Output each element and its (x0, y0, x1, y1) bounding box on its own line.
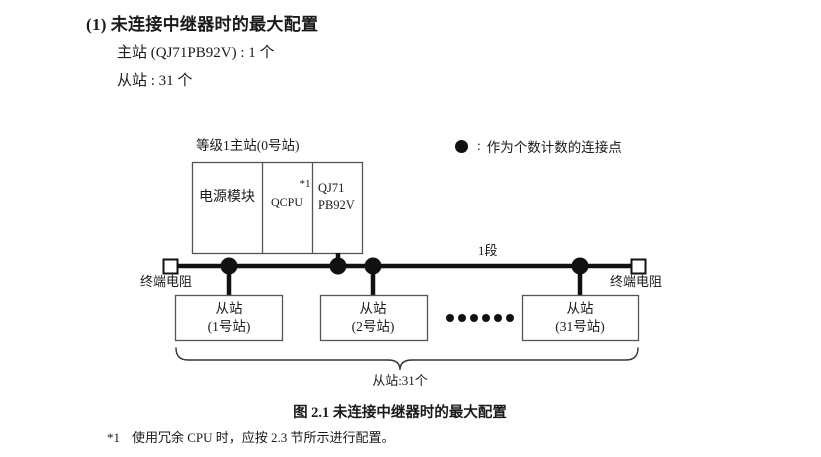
heading-detail-slave: 从站 : 31 个 (117, 73, 193, 89)
bus-segment-label: 1段 (478, 243, 498, 258)
master-cell-qcpu-footnote-mark: *1 (299, 178, 311, 190)
slave-31-line1: 从站 (566, 301, 594, 316)
master-station-caption: 等级1主站(0号站) (196, 138, 300, 153)
master-cell-qj71-line2: PB92V (318, 197, 355, 212)
slave-2-line1: 从站 (359, 301, 387, 316)
footnote-text: 使用冗余 CPU 时，应按 2.3 节所示进行配置。 (132, 430, 395, 445)
legend-label: 作为个数计数的连接点 (486, 140, 622, 155)
heading-detail-master: 主站 (QJ71PB92V) : 1 个 (117, 45, 275, 61)
slave-count-brace (175, 347, 639, 371)
ellipsis-dots (446, 314, 514, 322)
figure-caption: 图 2.1 未连接中继器时的最大配置 (293, 405, 507, 421)
filled-circle-icon (455, 139, 468, 153)
terminator-left-symbol (162, 258, 179, 275)
slave-1-line1: 从站 (215, 301, 243, 316)
slave-count-label: 从站:31个 (372, 373, 428, 388)
slave-station-box-31 (521, 294, 640, 342)
section-heading: (1)未连接中继器时的最大配置 (86, 10, 318, 35)
slave-2-line2: (2号站) (351, 319, 395, 335)
master-cell-qj71pb92v-label: QJ71 PB92V (318, 180, 355, 214)
slave-station-label-2: 从站 (2号站) (352, 300, 395, 336)
master-station-box (191, 161, 364, 255)
slave-station-label-31: 从站 (31号站) (555, 300, 605, 336)
slave-station-box-1 (174, 294, 284, 342)
slave-31-line2: (31号站) (555, 319, 605, 335)
slave-1-line2: (1号站) (207, 319, 251, 335)
connection-node-master (329, 257, 347, 275)
master-cell-qj71-line1: QJ71 (318, 181, 345, 195)
footnote: *1 使用冗余 CPU 时，应按 2.3 节所示进行配置。 (107, 427, 395, 446)
terminator-left-label: 终端电阻 (140, 274, 193, 289)
section-title-text: 未连接中继器时的最大配置 (110, 15, 319, 34)
footnote-mark: *1 (107, 430, 120, 445)
terminator-right-symbol (630, 258, 647, 275)
legend-colon: : (477, 138, 481, 153)
master-cell-qcpu-label: QCPU (270, 195, 304, 209)
legend: : 作为个数计数的连接点 (455, 136, 622, 156)
section-number: (1) (86, 15, 107, 34)
slave-station-label-1: 从站 (1号站) (208, 300, 251, 336)
slave-station-box-2 (319, 294, 429, 342)
terminator-right-label: 终端电阻 (610, 274, 663, 289)
master-cell-power-label: 电源模块 (199, 190, 255, 205)
